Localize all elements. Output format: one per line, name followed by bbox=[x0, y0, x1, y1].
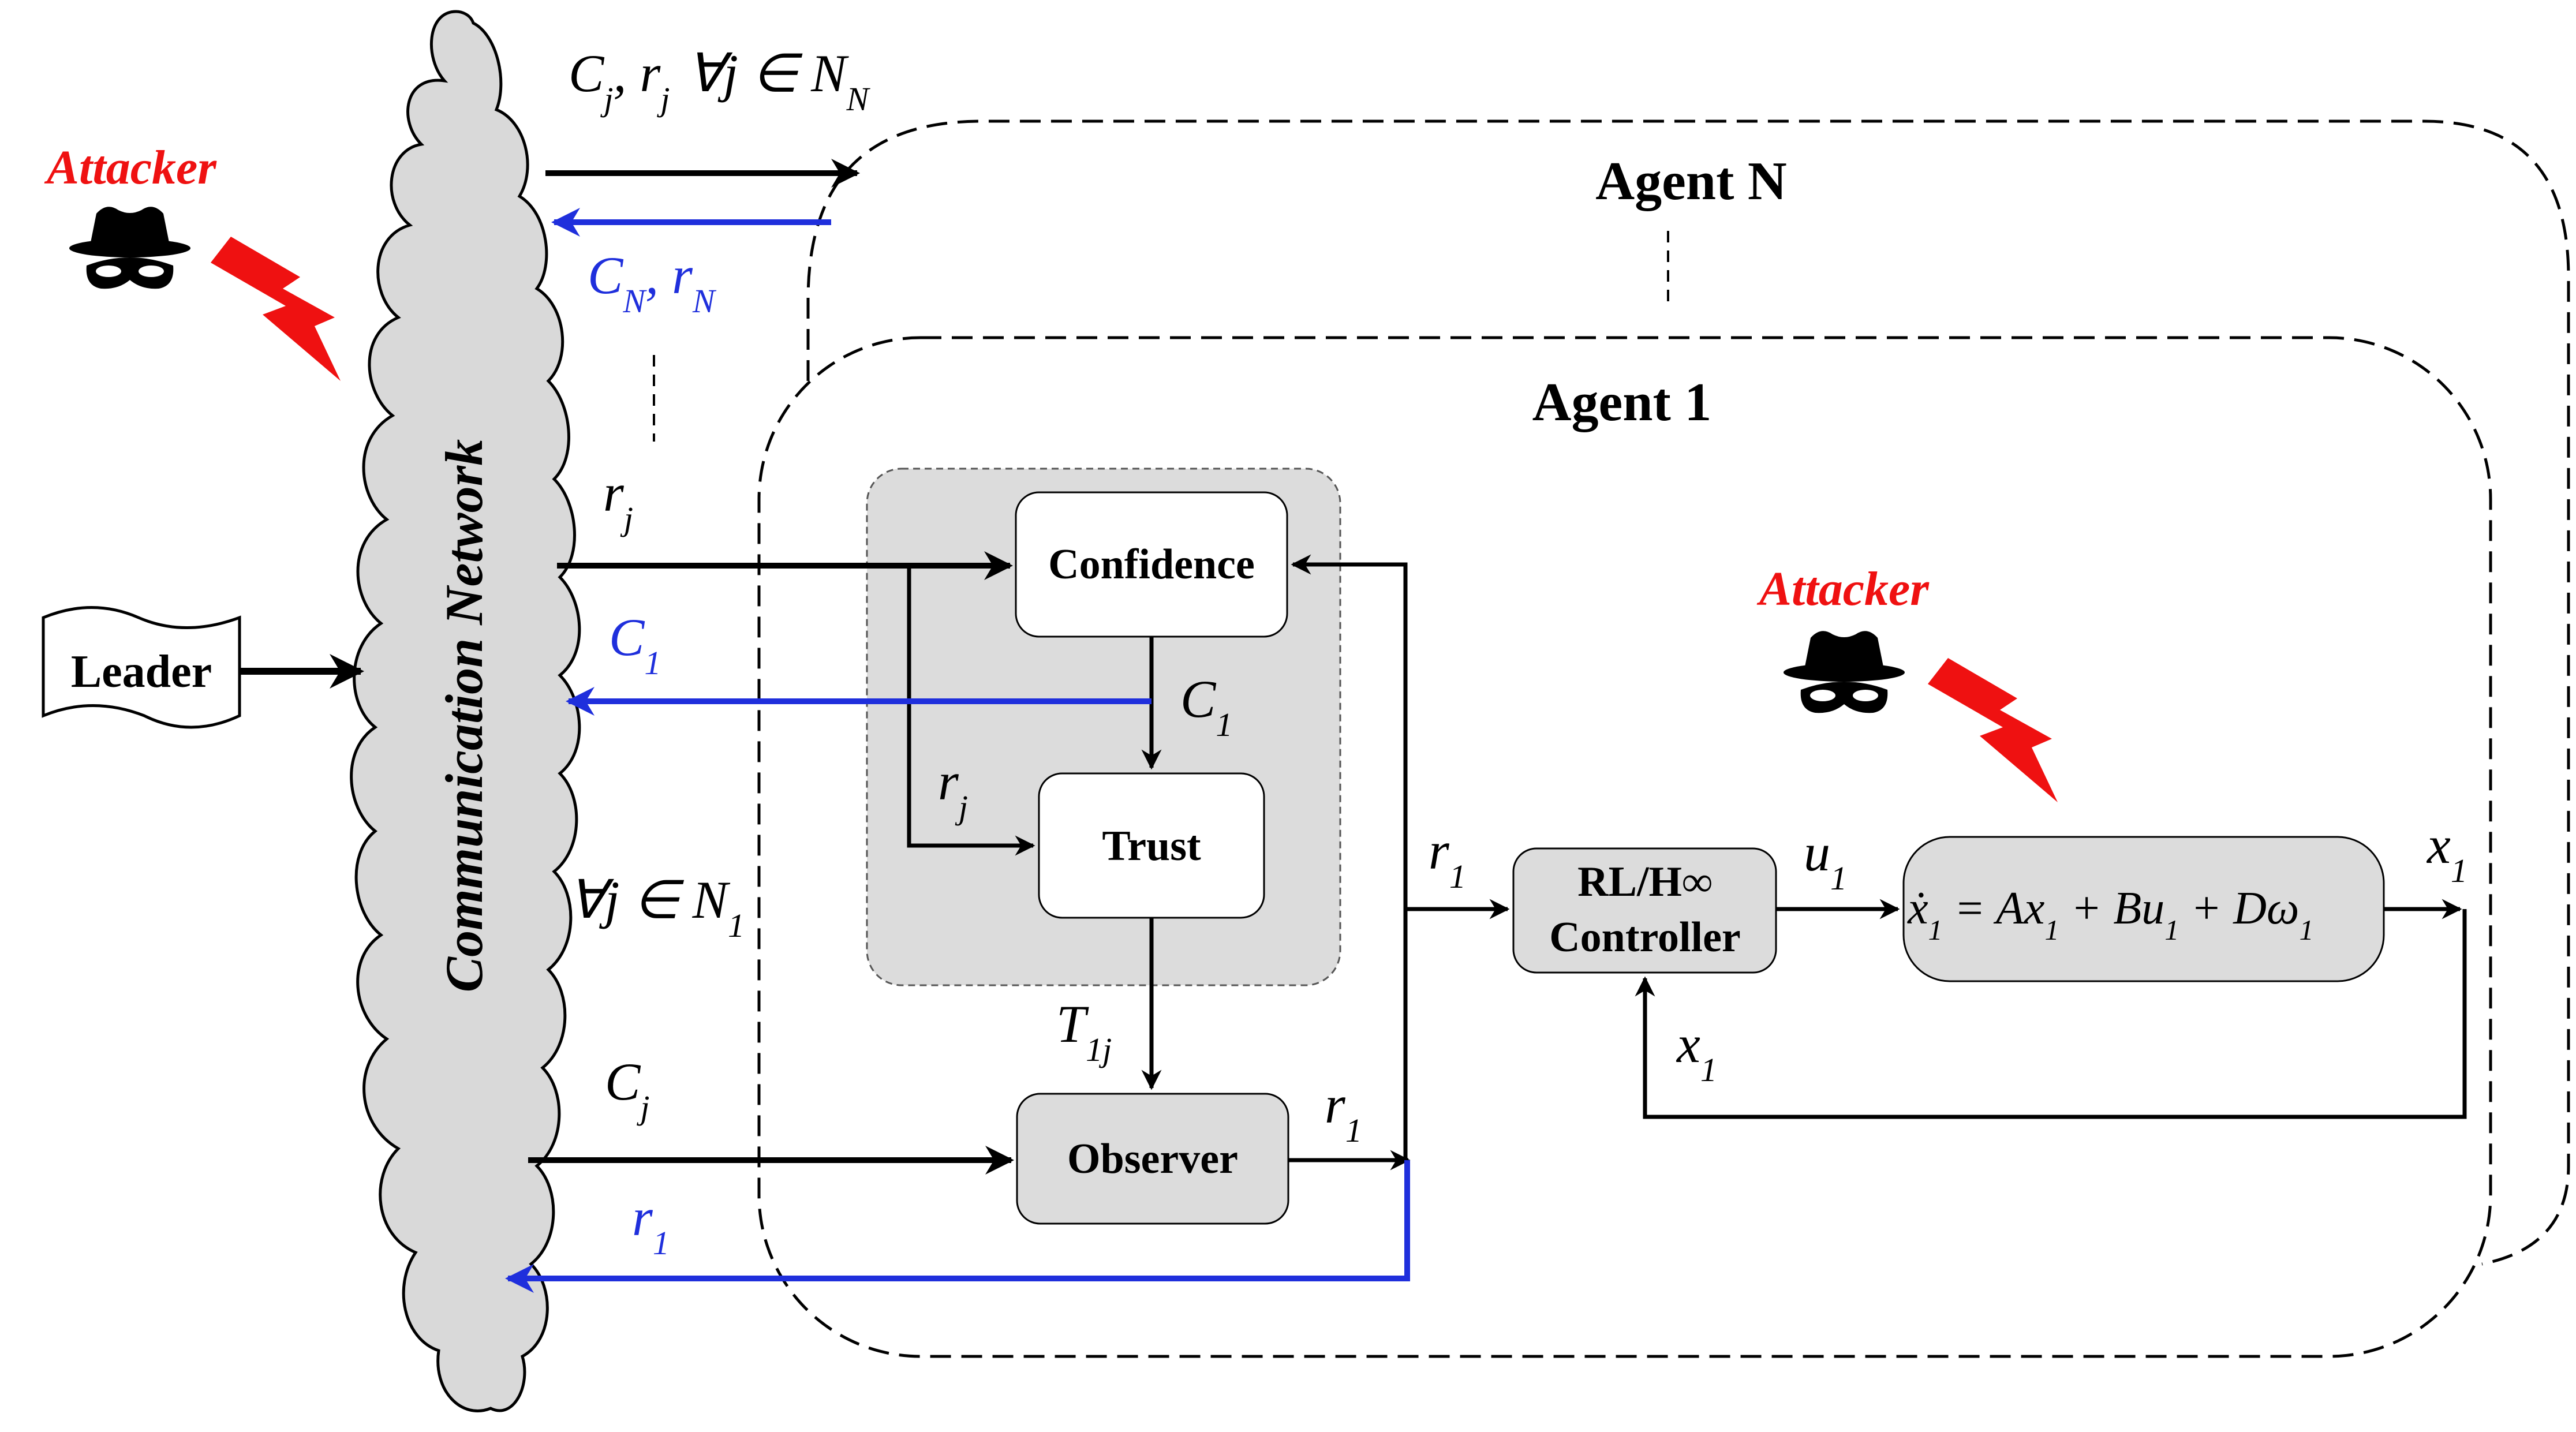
observer-label: Observer bbox=[1067, 1135, 1238, 1183]
signal-label-cr-all: Cj, rj∀j ∈ NN bbox=[569, 44, 870, 118]
controller-label-line2: Controller bbox=[1549, 914, 1741, 961]
signal-label-x1-feedback: x1 bbox=[1676, 1015, 1717, 1089]
signal-label-r1-controller: r1 bbox=[1429, 821, 1466, 895]
attacker-label-right: Attacker bbox=[1756, 562, 1930, 616]
rj-to-trust-arrow bbox=[907, 566, 1035, 856]
attacker-label-left: Attacker bbox=[44, 141, 217, 195]
controller-label-line1: RL/H∞ bbox=[1577, 858, 1713, 906]
signal-label-r1-observer: r1 bbox=[1325, 1075, 1362, 1149]
signal-label-u1: u1 bbox=[1804, 823, 1847, 897]
agent-n-label: Agent N bbox=[1595, 151, 1787, 211]
signal-label-r1-blue: r1 bbox=[632, 1188, 670, 1262]
leader-banner bbox=[42, 606, 241, 729]
spy-hat-mask-icon bbox=[69, 207, 190, 289]
leader-label: Leader bbox=[71, 646, 212, 697]
signal-label-c1-inner: C1 bbox=[1180, 670, 1232, 743]
lightning-bolt-icon bbox=[211, 237, 341, 381]
signal-label-cj: Cj bbox=[605, 1052, 650, 1126]
signal-label-t1j: T1j bbox=[1056, 994, 1112, 1068]
agent-1-label: Agent 1 bbox=[1532, 372, 1712, 432]
agent-1-container bbox=[757, 336, 2492, 1358]
signal-label-cn-rn: CN, rN bbox=[588, 246, 717, 320]
signal-label-x1-output: x1 bbox=[2426, 816, 2467, 889]
lightning-bolt-icon bbox=[1928, 658, 2058, 802]
r1-feedback-to-confidence bbox=[1291, 554, 1408, 1160]
plant-dynamics-equation: ẋ1 = Ax1 + Bu1 + Dω1 bbox=[1907, 883, 2314, 946]
communication-network-cloud bbox=[350, 10, 581, 1412]
confidence-label: Confidence bbox=[1048, 541, 1255, 588]
signal-label-c1-blue: C1 bbox=[609, 608, 661, 682]
r1-to-network-arrow bbox=[505, 1160, 1410, 1293]
signal-label-rj-top: rj bbox=[603, 463, 633, 537]
trust-label: Trust bbox=[1102, 822, 1201, 870]
x1-feedback-to-controller bbox=[1635, 909, 2467, 1119]
communication-network-label: Communication Network bbox=[435, 439, 493, 993]
spy-hat-mask-icon bbox=[1784, 631, 1905, 713]
signal-label-forall-n1: ∀j ∈ N1 bbox=[569, 870, 745, 944]
